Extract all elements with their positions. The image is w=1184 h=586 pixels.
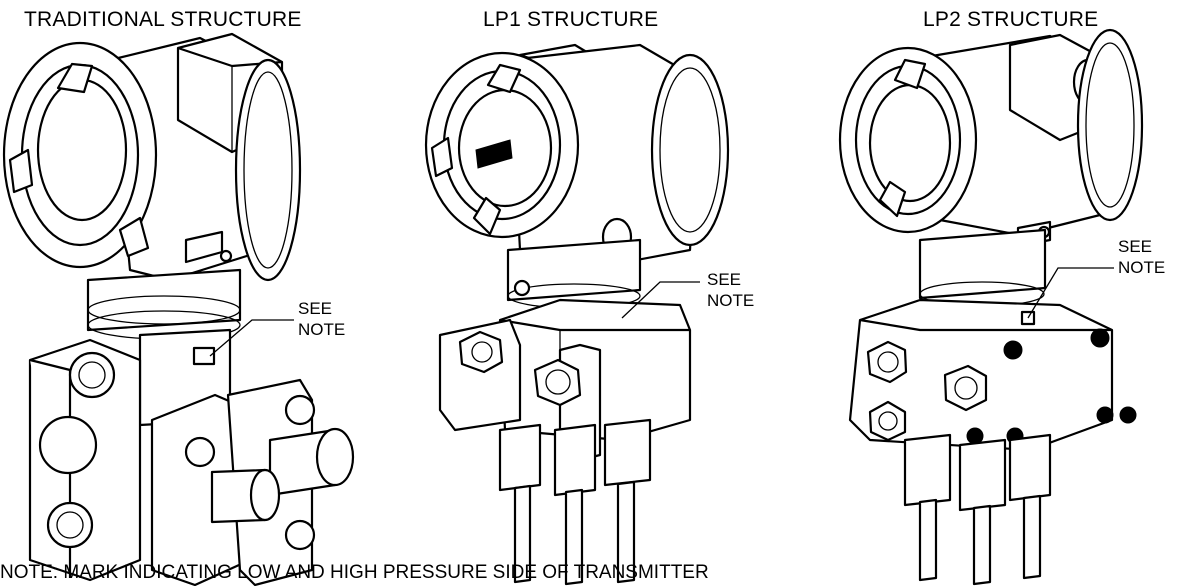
footnote: NOTE: MARK INDICATING LOW AND HIGH PRESS… xyxy=(0,562,709,583)
callout-leaders xyxy=(209,267,1114,357)
figure-title-lp1: LP1 STRUCTURE xyxy=(483,8,659,31)
figure-title-lp2: LP2 STRUCTURE xyxy=(923,8,1099,31)
transmitter-lp2 xyxy=(838,28,1144,586)
callout-see-note-lp2: SEE NOTE xyxy=(1118,237,1166,277)
callout-see-note-traditional: SEE NOTE xyxy=(298,299,346,339)
transmitter-lp1 xyxy=(424,43,730,586)
callout-see-note-lp1: SEE NOTE xyxy=(707,270,755,310)
figure-title-traditional: TRADITIONAL STRUCTURE xyxy=(24,8,302,31)
transmitter-traditional xyxy=(2,32,355,586)
